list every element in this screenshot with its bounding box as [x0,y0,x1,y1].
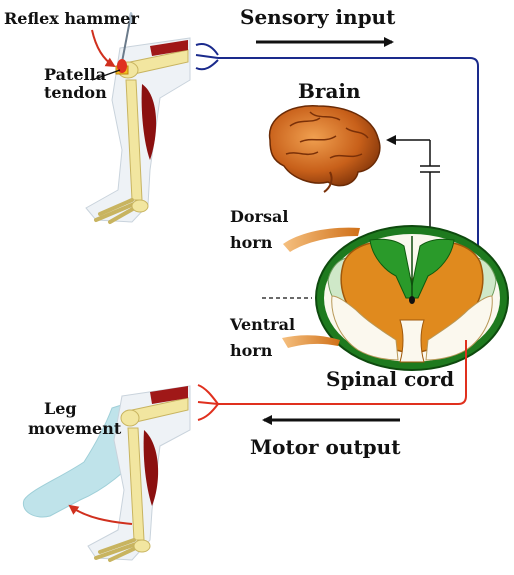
leg-movement-label-line2: movement [28,419,122,438]
patella-label-line1: Patella [44,65,106,84]
spinal-cord-label: Spinal cord [326,367,454,391]
ventral-horn-label-line1: Ventral [229,315,295,334]
leg-movement-label-line1: Leg [44,399,77,418]
sensory-input-label: Sensory input [240,5,396,29]
brain-label: Brain [298,79,361,103]
hammer-arrow [92,30,114,66]
spinal-cord-cross-section-icon [316,226,508,370]
motor-output-label: Motor output [250,435,401,459]
dorsal-horn-label-line1: Dorsal [230,207,288,226]
heel-bone-2 [134,540,150,552]
heel-bone [132,200,148,212]
dorsal-horn-label-line2: horn [230,233,273,252]
ventral-horn-label-line2: horn [230,341,273,360]
brain-icon [270,106,380,192]
patella-label-line2: tendon [44,83,107,102]
reflex-hammer-label: Reflex hammer [4,9,139,28]
knee-cap-2 [121,410,139,426]
